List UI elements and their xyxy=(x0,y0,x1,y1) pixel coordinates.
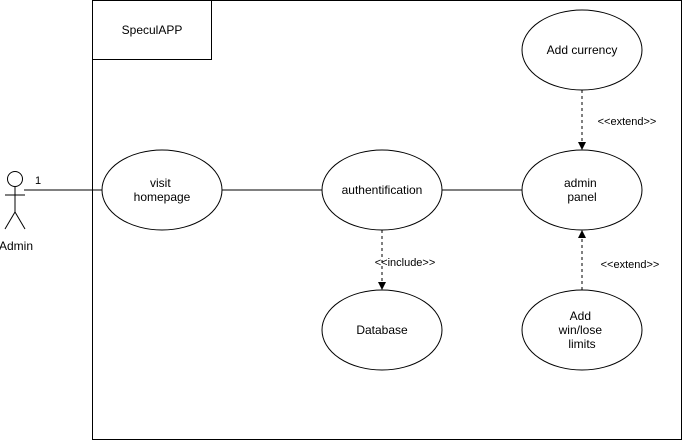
actor-left-leg xyxy=(4,211,16,230)
usecase-add-currency-label: Add currency xyxy=(547,43,618,57)
usecase-add-limits-line-3: limits xyxy=(568,337,595,351)
usecase-add-limits-line-1: Add xyxy=(570,309,591,323)
usecase-visit-homepage-line-2: homepage xyxy=(134,190,191,204)
admin-actor xyxy=(4,171,26,230)
usecase-database-label: Database xyxy=(356,323,408,337)
extend-label-bottom: <<extend>> xyxy=(601,259,660,271)
usecase-add-currency xyxy=(521,9,643,91)
actor-right-leg xyxy=(14,211,26,230)
usecase-add-limits-label: Add win/lose limits xyxy=(558,309,606,351)
usecase-add-limits-line-2: win/lose xyxy=(558,323,603,337)
usecase-authentification xyxy=(321,149,443,231)
usecase-admin-panel-line-1: admin xyxy=(564,176,597,190)
actor-name: Admin xyxy=(0,239,33,253)
usecase-admin-panel xyxy=(521,149,643,231)
system-name-box xyxy=(92,0,212,60)
usecase-add-limits xyxy=(521,289,643,371)
usecase-visit-homepage-line-1: visit xyxy=(150,176,171,190)
actor-head xyxy=(7,171,23,187)
usecase-admin-panel-line-2: panel xyxy=(567,190,596,204)
usecase-visit-homepage-label: visit homepage xyxy=(134,176,191,204)
usecase-visit-homepage xyxy=(101,149,223,231)
usecase-admin-panel-label: admin panel xyxy=(564,176,600,204)
usecase-database xyxy=(321,289,443,371)
system-name: SpeculAPP xyxy=(122,23,183,37)
usecase-authentification-label: authentification xyxy=(342,183,423,197)
extend-label-top: <<extend>> xyxy=(598,116,657,128)
actor-multiplicity: 1 xyxy=(35,175,41,187)
include-label: <<include>> xyxy=(375,257,436,269)
